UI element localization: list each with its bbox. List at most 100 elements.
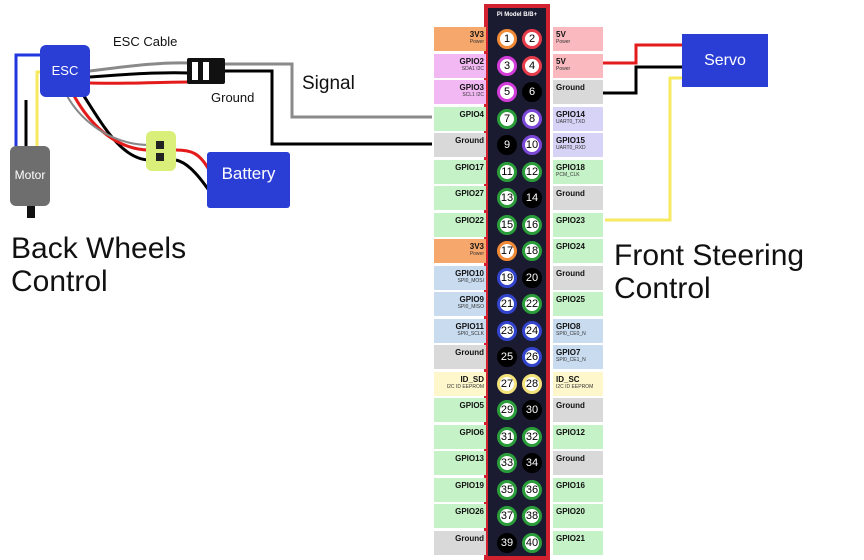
pin-31: 31: [497, 426, 517, 447]
pin-label-14: Ground: [553, 186, 603, 210]
pin-label-39: Ground: [434, 530, 486, 555]
pin-name: Ground: [455, 348, 484, 357]
pin-17: 17: [497, 241, 517, 261]
pin-label-33: GPIO13: [434, 451, 486, 475]
pin-name: GPIO13: [455, 454, 484, 463]
servo-red-wire: [603, 43, 682, 65]
pin-label-36: GPIO16: [553, 477, 603, 502]
pin-22: 22: [522, 294, 542, 314]
pin-name: GPIO2: [459, 56, 484, 66]
pin-name: GPIO6: [459, 427, 484, 437]
pin-name: Ground: [556, 83, 585, 92]
pin-name: 3V3: [469, 30, 484, 39]
pin-name: GPIO22: [455, 215, 484, 225]
pin-label-22: GPIO25: [553, 292, 603, 316]
pin-subtitle: SPI0_MISO: [457, 304, 484, 310]
pin-label-38: GPIO20: [553, 504, 603, 528]
battery-red-wire-a: [70, 91, 151, 152]
pin-name: GPIO25: [556, 295, 585, 304]
ground-label: Ground: [211, 90, 255, 105]
pin-name: GPIO14: [556, 109, 585, 119]
pin-name: 5V: [556, 56, 566, 66]
header-title: Pi Model B/B+: [496, 12, 538, 18]
pin-29: 29: [497, 400, 517, 420]
pin-30: 30: [522, 400, 542, 420]
pin-name: GPIO23: [556, 215, 585, 225]
pin-name: 3V3: [469, 242, 484, 251]
pin-name: GPIO8: [556, 321, 581, 331]
pin-21: 21: [497, 294, 517, 314]
servo-black-wire: [603, 65, 682, 95]
pin-subtitle: SPI0_SCLK: [457, 330, 484, 337]
motor-shaft: [27, 206, 35, 218]
pin-26: 26: [522, 347, 542, 367]
pin-name: Ground: [556, 454, 585, 463]
pin-33: 33: [497, 453, 517, 473]
pin-label-40: GPIO21: [553, 530, 603, 555]
esc-cable-connector: [187, 58, 225, 84]
pin-40: 40: [522, 532, 542, 553]
pin-10: 10: [522, 135, 542, 155]
battery-black-wire-b: [175, 158, 212, 193]
servo-label: Servo: [704, 52, 746, 69]
pin-5: 5: [497, 82, 517, 102]
pin-name: Ground: [556, 401, 585, 410]
pin-label-25: Ground: [434, 345, 486, 369]
pin-12: 12: [522, 161, 542, 182]
motor-blue-wire: [14, 53, 44, 148]
pin-20: 20: [522, 267, 542, 288]
ground-wire: [222, 69, 432, 146]
pin-14: 14: [522, 188, 542, 208]
pin-2: 2: [522, 29, 542, 49]
pin-1: 1: [497, 29, 517, 49]
pin-subtitle: Power: [469, 39, 484, 45]
pin-7: 7: [497, 108, 517, 129]
pin-label-15: GPIO22: [434, 212, 486, 237]
pin-name: GPIO7: [556, 348, 581, 357]
pin-37: 37: [497, 506, 517, 526]
pin-28: 28: [522, 373, 542, 394]
pin-label-30: Ground: [553, 398, 603, 422]
motor: Motor: [10, 146, 50, 206]
pin-name: GPIO26: [455, 507, 484, 516]
pin-subtitle: SCL1 I2C: [462, 92, 484, 98]
pin-subtitle: UART0_TXD: [556, 118, 586, 125]
pin-name: GPIO18: [556, 162, 585, 172]
battery-label: Battery: [221, 164, 276, 183]
pin-4: 4: [522, 55, 542, 76]
pin-38: 38: [522, 506, 542, 526]
pin-18: 18: [522, 241, 542, 261]
pin-name: GPIO27: [455, 189, 484, 198]
pin-name: GPIO19: [455, 480, 484, 490]
esc-label: ESC: [51, 63, 79, 78]
pin-label-32: GPIO12: [553, 424, 603, 449]
pin-label-11: GPIO17: [434, 159, 486, 184]
pin-15: 15: [497, 214, 517, 235]
back-wheels-caption-line2: Control: [11, 265, 108, 298]
pin-19: 19: [497, 267, 517, 288]
pin-subtitle: I2C ID EEPROM: [556, 383, 594, 390]
pin-subtitle: SPI0_CE0_N: [556, 330, 586, 337]
pin-9: 9: [497, 135, 517, 155]
pin-name: GPIO17: [455, 162, 484, 172]
pin-16: 16: [522, 214, 542, 235]
pin-36: 36: [522, 479, 542, 500]
pin-name: ID_SD: [460, 374, 484, 384]
pin-name: ID_SC: [556, 374, 580, 384]
pin-23: 23: [497, 320, 517, 341]
front-steering-caption: Front Steering Control: [614, 239, 804, 305]
pin-name: GPIO11: [455, 321, 484, 331]
pin-39: 39: [497, 532, 517, 553]
servo-yellow-wire: [605, 76, 682, 222]
